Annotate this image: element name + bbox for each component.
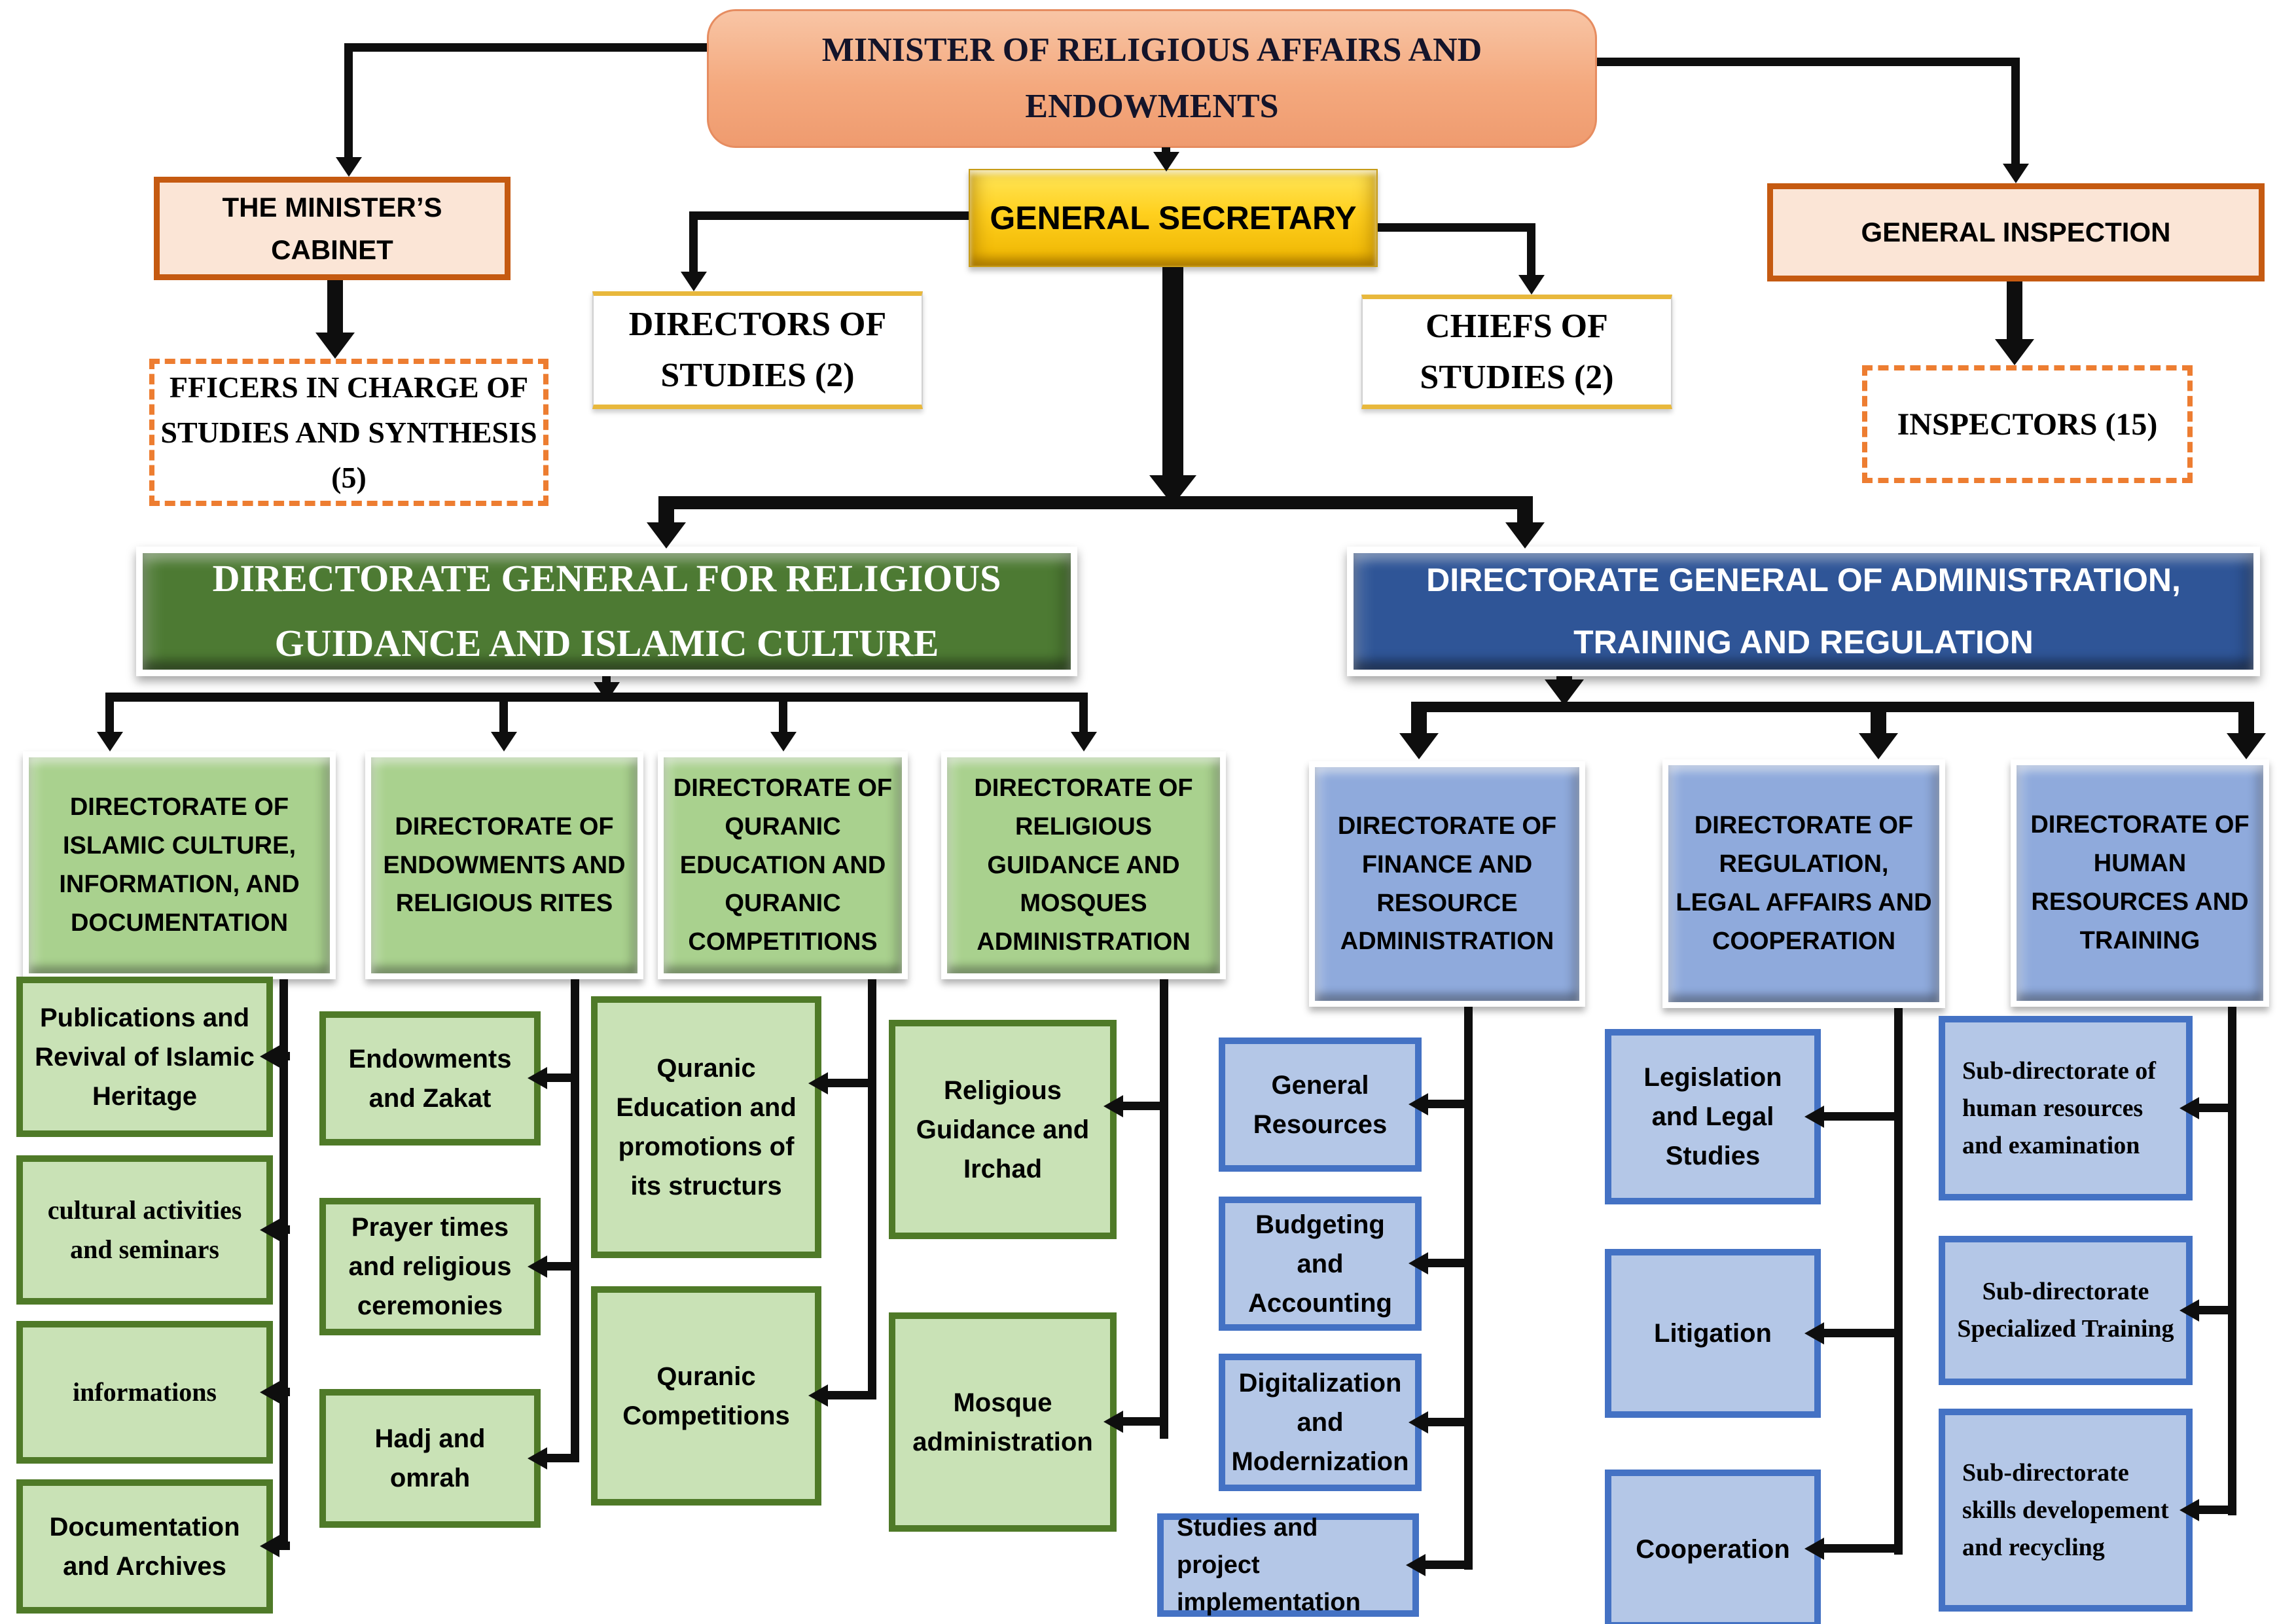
arrow-mosque-admin (1103, 1411, 1168, 1433)
connector-main-tbar (660, 496, 1532, 509)
arrow-subdir-training (2179, 1299, 2236, 1322)
spine-col6 (1894, 1008, 1903, 1555)
connector-blue-drop-2 (1871, 702, 1886, 733)
node-dir-quranic-education: DIRECTORATE OF QURANIC EDUCATION AND QUR… (658, 751, 908, 979)
connector-green-drop-4 (1079, 693, 1088, 732)
node-inspectors: INSPECTORS (15) (1862, 365, 2193, 483)
connector-secretary-trunk (1162, 267, 1183, 475)
arrow-litigation (1804, 1322, 1903, 1344)
arrow-general-resources (1408, 1093, 1473, 1115)
node-cooperation: Cooperation (1605, 1470, 1821, 1624)
node-dir-regulation-legal: DIRECTORATE OF REGULATION, LEGAL AFFAIRS… (1662, 759, 1945, 1008)
connector-secretary-directors-v (689, 211, 698, 272)
node-endowments-zakat: Endowments and Zakat (319, 1011, 541, 1146)
node-dir-endowments-rites: DIRECTORATE OF ENDOWMENTS AND RELIGIOUS … (365, 751, 643, 979)
arrow-cultural (260, 1219, 290, 1241)
node-general-resources: General Resources (1219, 1038, 1422, 1172)
node-officers-in-charge: FFICERS IN CHARGE OF STUDIES AND SYNTHES… (149, 359, 548, 506)
node-dir-guidance-mosques: DIRECTORATE OF RELIGIOUS GUIDANCE AND MO… (941, 751, 1226, 979)
connector-blue-bar (1419, 702, 2246, 712)
node-subdir-hr-examination: Sub-directorate of human resources and e… (1939, 1016, 2193, 1200)
connector-green-drop-2 (499, 693, 508, 732)
node-publications-heritage: Publications and Revival of Islamic Heri… (16, 977, 273, 1137)
connector-secretary-directors-h (689, 211, 969, 220)
node-digitalization-modernization: Digitalization and Modernization (1219, 1354, 1422, 1491)
node-dg-religious-guidance: DIRECTORATE GENERAL FOR RELIGIOUS GUIDAN… (136, 547, 1077, 676)
connector-blue-drop-1 (1411, 702, 1427, 733)
connector-minister-cabinet-v (344, 43, 353, 157)
node-quranic-education-promotions: Quranic Education and promotions of its … (591, 996, 821, 1258)
connector-inspection-inspectors (2007, 281, 2022, 339)
spine-col7 (2228, 1007, 2236, 1515)
node-chiefs-of-studies: CHIEFS OF STUDIES (2) (1361, 295, 1672, 409)
arrow-legislation (1804, 1106, 1903, 1128)
node-documentation-archives: Documentation and Archives (16, 1479, 273, 1614)
arrow-hadj-omrah (528, 1447, 579, 1470)
spine-col3 (868, 979, 876, 1399)
arrow-quranic-competitions (808, 1384, 876, 1407)
connector-minister-inspection-h (1597, 58, 2020, 66)
spine-col4 (1160, 979, 1168, 1439)
arrow-cooperation (1804, 1538, 1903, 1560)
node-subdir-skills-development: Sub-directorate skills developement and … (1939, 1409, 2193, 1612)
spine-col2 (571, 979, 579, 1462)
node-general-secretary: GENERAL SECRETARY (969, 169, 1378, 267)
arrow-studies-projects (1406, 1554, 1473, 1576)
node-dir-islamic-culture: DIRECTORATE OF ISLAMIC CULTURE, INFORMAT… (23, 751, 336, 979)
connector-dgadmin-feed (1556, 676, 1572, 679)
node-hadj-omrah: Hadj and omrah (319, 1389, 541, 1528)
arrow-publications (260, 1045, 290, 1068)
arrow-prayer-times (528, 1255, 579, 1278)
node-dg-administration: DIRECTORATE GENERAL OF ADMINISTRATION, T… (1347, 547, 2260, 676)
node-directors-of-studies: DIRECTORS OF STUDIES (2) (592, 291, 923, 409)
node-cultural-activities: cultural activities and seminars (16, 1155, 273, 1305)
arrow-religious-guidance (1103, 1095, 1168, 1117)
node-budgeting-accounting: Budgeting and Accounting (1219, 1197, 1422, 1331)
arrow-endowments-zakat (528, 1067, 579, 1089)
node-prayer-times: Prayer times and religious ceremonies (319, 1198, 541, 1335)
connector-secretary-chiefs-v (1527, 223, 1535, 275)
arrow-documentation (260, 1535, 290, 1557)
connector-tbar-dg-religious (658, 496, 674, 522)
node-legislation-legal-studies: Legislation and Legal Studies (1605, 1029, 1821, 1204)
connector-minister-cabinet-h (344, 43, 707, 52)
connector-green-drop-1 (105, 693, 114, 732)
arrow-subdir-skills (2179, 1499, 2236, 1521)
node-dir-human-resources: DIRECTORATE OF HUMAN RESOURCES AND TRAIN… (2011, 759, 2269, 1007)
arrow-quranic-education (808, 1072, 876, 1094)
connector-tbar-dg-admin (1517, 496, 1533, 522)
node-general-inspection: GENERAL INSPECTION (1767, 183, 2265, 281)
spine-col1 (279, 979, 288, 1550)
connector-blue-drop-3 (2238, 702, 2254, 733)
connector-green-bar (110, 693, 1086, 702)
connector-green-drop-3 (779, 693, 787, 732)
connector-secretary-chiefs-h (1378, 223, 1535, 232)
node-mosque-administration: Mosque administration (889, 1312, 1117, 1532)
connector-dgreligious-feed (602, 676, 611, 682)
spine-col5 (1464, 1007, 1473, 1570)
arrow-budgeting (1408, 1252, 1473, 1274)
node-informations: informations (16, 1321, 273, 1464)
node-religious-guidance-irchad: Religious Guidance and Irchad (889, 1020, 1117, 1239)
arrow-informations (260, 1381, 290, 1403)
connector-cabinet-officers (327, 280, 343, 333)
node-subdir-specialized-training: Sub-directorate Specialized Training (1939, 1236, 2193, 1385)
node-minister: MINISTER OF RELIGIOUS AFFAIRS AND ENDOWM… (707, 9, 1597, 148)
arrow-subdir-hr (2179, 1097, 2236, 1119)
connector-minister-secretary (1162, 147, 1170, 152)
node-litigation: Litigation (1605, 1249, 1821, 1418)
connector-minister-inspection-v (2011, 58, 2020, 164)
node-ministers-cabinet: THE MINISTER’S CABINET (154, 177, 511, 280)
arrow-digitalization (1408, 1411, 1473, 1434)
node-dir-finance-resources: DIRECTORATE OF FINANCE AND RESOURCE ADMI… (1309, 761, 1585, 1007)
node-studies-project-implementation: Studies and project implementation (1157, 1513, 1419, 1617)
node-quranic-competitions: Quranic Competitions (591, 1286, 821, 1506)
